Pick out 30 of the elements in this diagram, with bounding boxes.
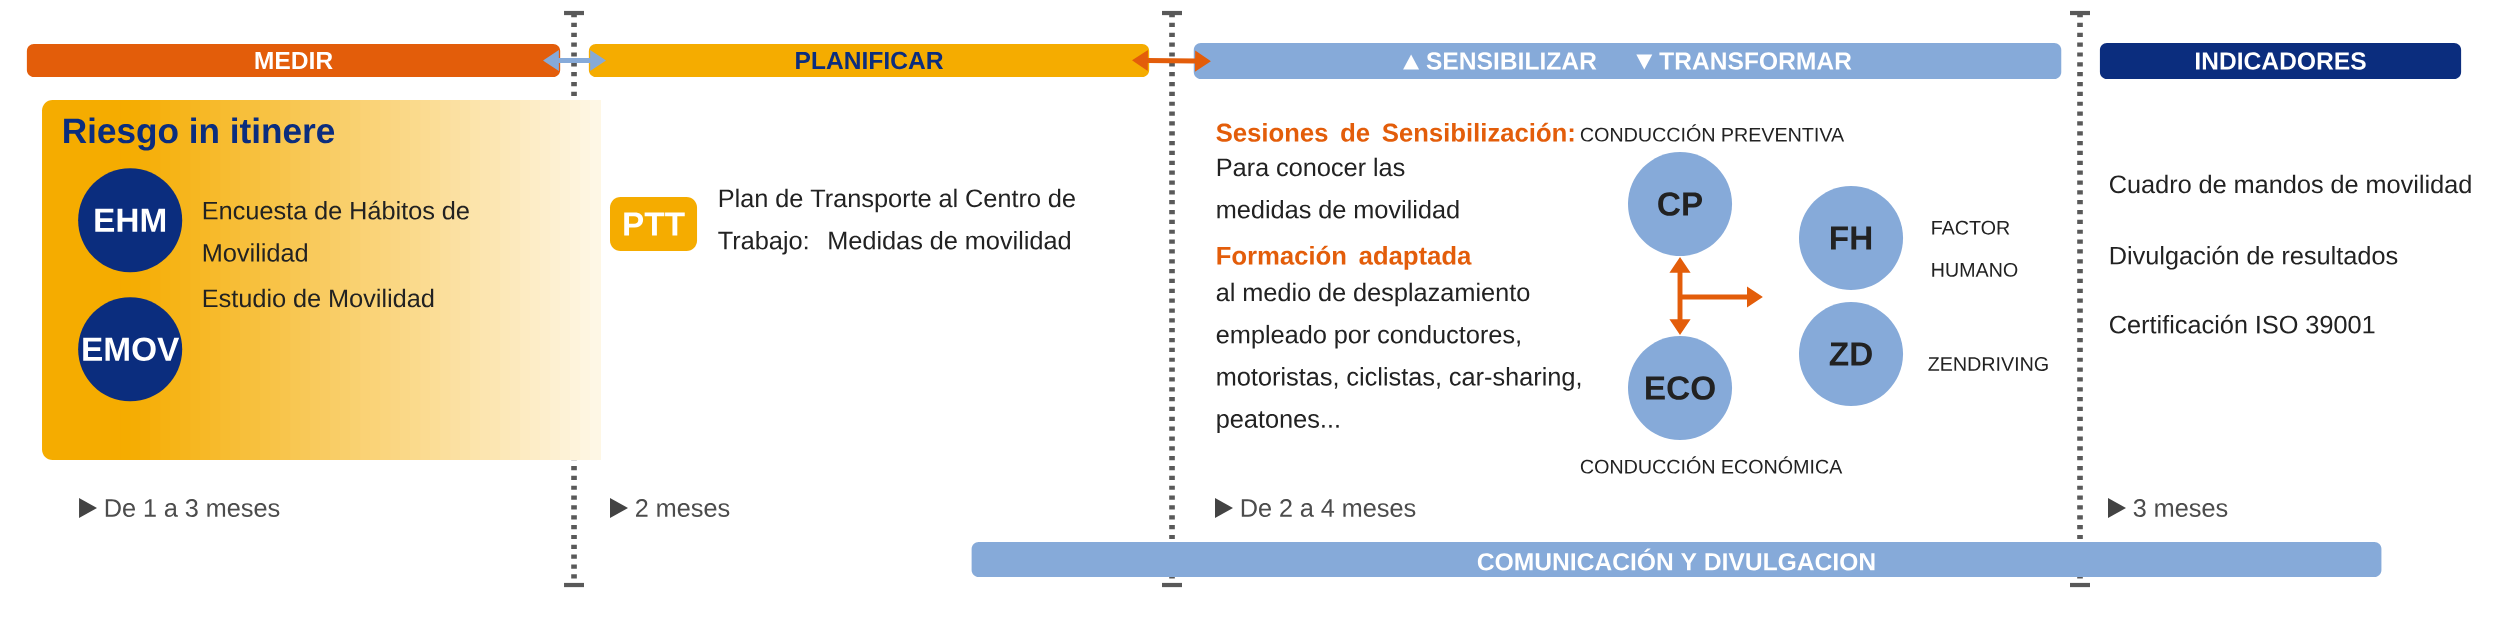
body-text: Para conocer las medidas de movilidad bbox=[1217, 157, 1459, 219]
node-caption: FACTOR HUMANO bbox=[1932, 220, 2018, 277]
node-caption: Plan de Transporte al Centro de Trabajo: Medidas de movilidad bbox=[718, 188, 1075, 255]
phase-bar: SENSIBILIZAR TRANSFORMAR bbox=[1193, 43, 2062, 79]
node-caption: Encuesta de Hábitos de Movilidad bbox=[203, 200, 469, 262]
body-text: al medio de desplazamiento empleado por conductores, motoristas, ciclistas, car-sharing, peatones... bbox=[1216, 282, 1581, 433]
phase-bar: MEDIR bbox=[26, 44, 561, 77]
circle-badge: CP bbox=[1628, 152, 1733, 257]
circle-badge: FH bbox=[1799, 186, 1904, 291]
node-caption: ZENDRIVING bbox=[1928, 357, 2048, 371]
circle-badge: EMOV bbox=[78, 297, 183, 402]
circle-badge: ZD bbox=[1799, 302, 1904, 407]
duration-text: De 1 a 3 meses bbox=[105, 499, 280, 517]
body-text: Certificación ISO 39001 bbox=[2110, 314, 2375, 334]
duration-text: 2 meses bbox=[636, 499, 730, 517]
abbreviation-box: PTT bbox=[610, 197, 698, 252]
circle-badge: ECO bbox=[1628, 336, 1733, 441]
duration-text: De 2 a 4 meses bbox=[1241, 499, 1416, 517]
section-heading: Formación adaptada bbox=[1217, 245, 1472, 270]
section-heading: Sesiones de Sensibilización: bbox=[1216, 122, 1574, 142]
body-text: Cuadro de mandos de movilidad bbox=[2110, 174, 2471, 194]
duration-text: 3 meses bbox=[2133, 499, 2228, 517]
circle-badge: EHM bbox=[78, 168, 183, 273]
body-text: Divulgación de resultados bbox=[2110, 245, 2398, 270]
phase-bar: PLANIFICAR bbox=[588, 44, 1150, 77]
phase-bar: COMUNICACIÓN Y DIVULGACION bbox=[971, 542, 2382, 577]
node-caption: Estudio de Movilidad bbox=[203, 288, 434, 308]
node-caption: CONDUCCIÓN ECONÓMICA bbox=[1580, 456, 1843, 474]
node-caption: CONDUCCIÓN PREVENTIVA bbox=[1580, 124, 1845, 142]
phase-bar: INDICADORES bbox=[2099, 43, 2462, 79]
